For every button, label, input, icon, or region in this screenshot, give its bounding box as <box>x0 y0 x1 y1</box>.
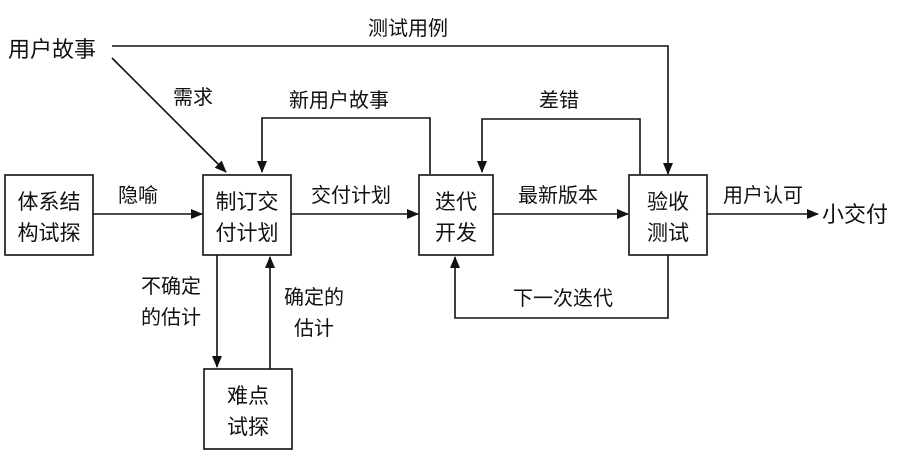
node-line: 试探 <box>227 415 269 439</box>
edge-requirements <box>111 57 227 173</box>
label-latest-version: 最新版本 <box>518 183 598 207</box>
label-confident-estimate-line: 估计 <box>294 316 334 340</box>
node-line: 迭代 <box>435 190 477 214</box>
label-uncertain-estimate-line: 不确定 <box>141 274 201 298</box>
node-release-planning: 制订交 付计划 <box>202 174 292 256</box>
edge-bugs <box>477 118 641 174</box>
node-line: 验收 <box>647 190 689 214</box>
label-confident-estimate-line: 确定的 <box>284 285 344 309</box>
edge-test-cases <box>112 45 673 175</box>
edges <box>93 45 819 369</box>
label-uncertain-estimate-line: 的估计 <box>141 305 201 329</box>
node-line: 付计划 <box>216 221 279 245</box>
node-line: 测试 <box>647 221 689 245</box>
label-test-cases: 测试用例 <box>368 16 448 40</box>
label-bugs: 差错 <box>539 88 579 112</box>
label-release-plan: 交付计划 <box>311 183 391 207</box>
node-line: 难点 <box>227 384 269 408</box>
node-line: 体系结 <box>18 190 81 214</box>
node-iteration-development: 迭代 开发 <box>418 174 494 256</box>
node-line: 开发 <box>435 221 477 245</box>
node-acceptance-test: 验收 测试 <box>628 174 708 256</box>
node-line: 制订交 <box>216 190 279 214</box>
label-user-approval: 用户认可 <box>723 183 803 207</box>
node-line: 构试探 <box>18 221 81 245</box>
term-user-story: 用户故事 <box>8 38 96 63</box>
edge-next-iteration <box>450 255 669 319</box>
node-architectural-spike: 体系结 构试探 <box>4 174 94 256</box>
label-requirements: 需求 <box>173 85 213 109</box>
node-hard-spike: 难点 试探 <box>203 368 293 450</box>
label-new-user-story: 新用户故事 <box>289 88 389 112</box>
label-metaphor: 隐喻 <box>118 183 158 207</box>
term-small-release: 小交付 <box>822 203 888 228</box>
edge-new-user-story <box>257 117 431 174</box>
label-next-iteration: 下一次迭代 <box>513 286 613 310</box>
